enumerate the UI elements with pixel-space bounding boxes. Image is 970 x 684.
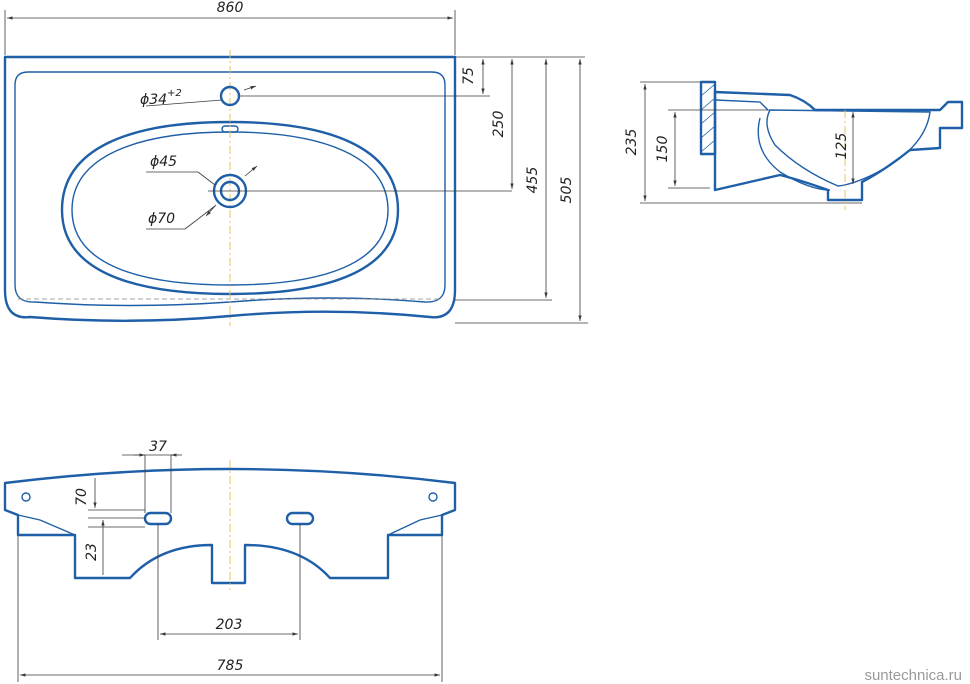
mount-hole-right xyxy=(428,492,438,502)
label-dim-235: 235 xyxy=(624,129,640,156)
tap-hole xyxy=(219,85,241,107)
label-drain: ϕ45 xyxy=(150,154,177,170)
back-view xyxy=(3,453,457,682)
label-dim-455: 455 xyxy=(525,167,541,194)
label-dim-203: 203 xyxy=(216,617,243,633)
tap-hole-leader xyxy=(145,99,223,107)
label-dim-75: 75 xyxy=(461,67,477,85)
basin-outline xyxy=(3,55,457,322)
label-tap-hole: ϕ34 xyxy=(140,92,167,108)
side-view xyxy=(640,80,964,210)
label-dim-70: 70 xyxy=(74,488,90,506)
label-dim-37: 37 xyxy=(149,439,167,455)
label-dim-250: 250 xyxy=(491,111,507,138)
label-dim-505: 505 xyxy=(559,177,575,204)
label-dim-125: 125 xyxy=(834,133,850,160)
side-profile-bowl xyxy=(766,109,931,187)
slot-left xyxy=(143,511,173,526)
label-dim-785: 785 xyxy=(217,658,244,674)
mount-hole-left xyxy=(21,492,31,502)
label-tap-hole-tolerance: +2 xyxy=(167,88,182,99)
watermark: suntechnica.ru xyxy=(864,667,962,684)
label-drain-outer: ϕ70 xyxy=(148,211,175,227)
label-dim-23: 23 xyxy=(84,543,100,561)
label-width: 860 xyxy=(217,0,244,16)
label-dim-150: 150 xyxy=(655,136,671,163)
back-outline xyxy=(3,467,457,585)
top-view xyxy=(3,10,588,326)
slot-right xyxy=(285,511,315,526)
